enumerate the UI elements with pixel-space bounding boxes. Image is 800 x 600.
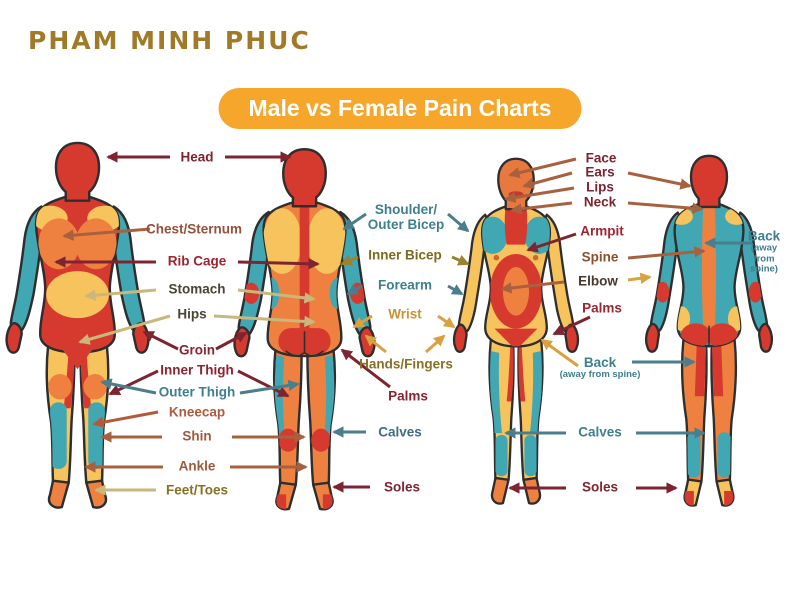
label-face: Face <box>585 150 617 166</box>
label-soles-male: Soles <box>383 479 421 495</box>
female-back-figure <box>644 154 774 507</box>
male-back-figure <box>233 148 376 511</box>
label-inner-thigh: Inner Thigh <box>160 362 234 378</box>
label-spine: Spine <box>581 249 619 265</box>
label-stomach: Stomach <box>168 281 226 297</box>
label-groin: Groin <box>179 342 215 358</box>
label-chest-sternum: Chest/Sternum <box>145 221 243 237</box>
label-soles-female: Soles <box>581 479 619 495</box>
label-wrist: Wrist <box>388 306 422 322</box>
label-hips: Hips <box>177 306 207 322</box>
label-elbow: Elbow <box>578 273 618 289</box>
label-palms-female: Palms <box>582 300 622 316</box>
label-back-far-right: Back(away from spine) <box>747 228 781 275</box>
label-palms-male: Palms <box>388 388 428 404</box>
label-shin: Shin <box>182 428 212 444</box>
label-neck: Neck <box>583 194 617 210</box>
label-rib-cage: Rib Cage <box>167 253 227 269</box>
label-shoulder-outer-bicep: Shoulder/ Outer Bicep <box>367 201 445 232</box>
label-inner-bicep: Inner Bicep <box>368 247 442 263</box>
label-outer-thigh: Outer Thigh <box>158 384 236 400</box>
label-feet-toes: Feet/Toes <box>165 482 229 498</box>
label-ears: Ears <box>585 164 615 180</box>
title-banner: Male vs Female Pain Charts <box>218 88 582 129</box>
label-armpit: Armpit <box>580 223 624 239</box>
female-front-figure <box>452 157 580 505</box>
label-lips: Lips <box>586 179 614 195</box>
label-head: Head <box>180 149 214 165</box>
label-back-female: Back(away from spine) <box>559 355 641 381</box>
label-hands-fingers: Hands/Fingers <box>359 356 453 372</box>
label-ankle: Ankle <box>178 458 216 474</box>
brand-logo: PHAM MINH PHUC <box>28 26 311 55</box>
label-forearm: Forearm <box>377 277 433 293</box>
label-calves-female: Calves <box>578 424 622 440</box>
label-kneecap: Kneecap <box>168 404 226 420</box>
label-calves-male: Calves <box>378 424 422 440</box>
